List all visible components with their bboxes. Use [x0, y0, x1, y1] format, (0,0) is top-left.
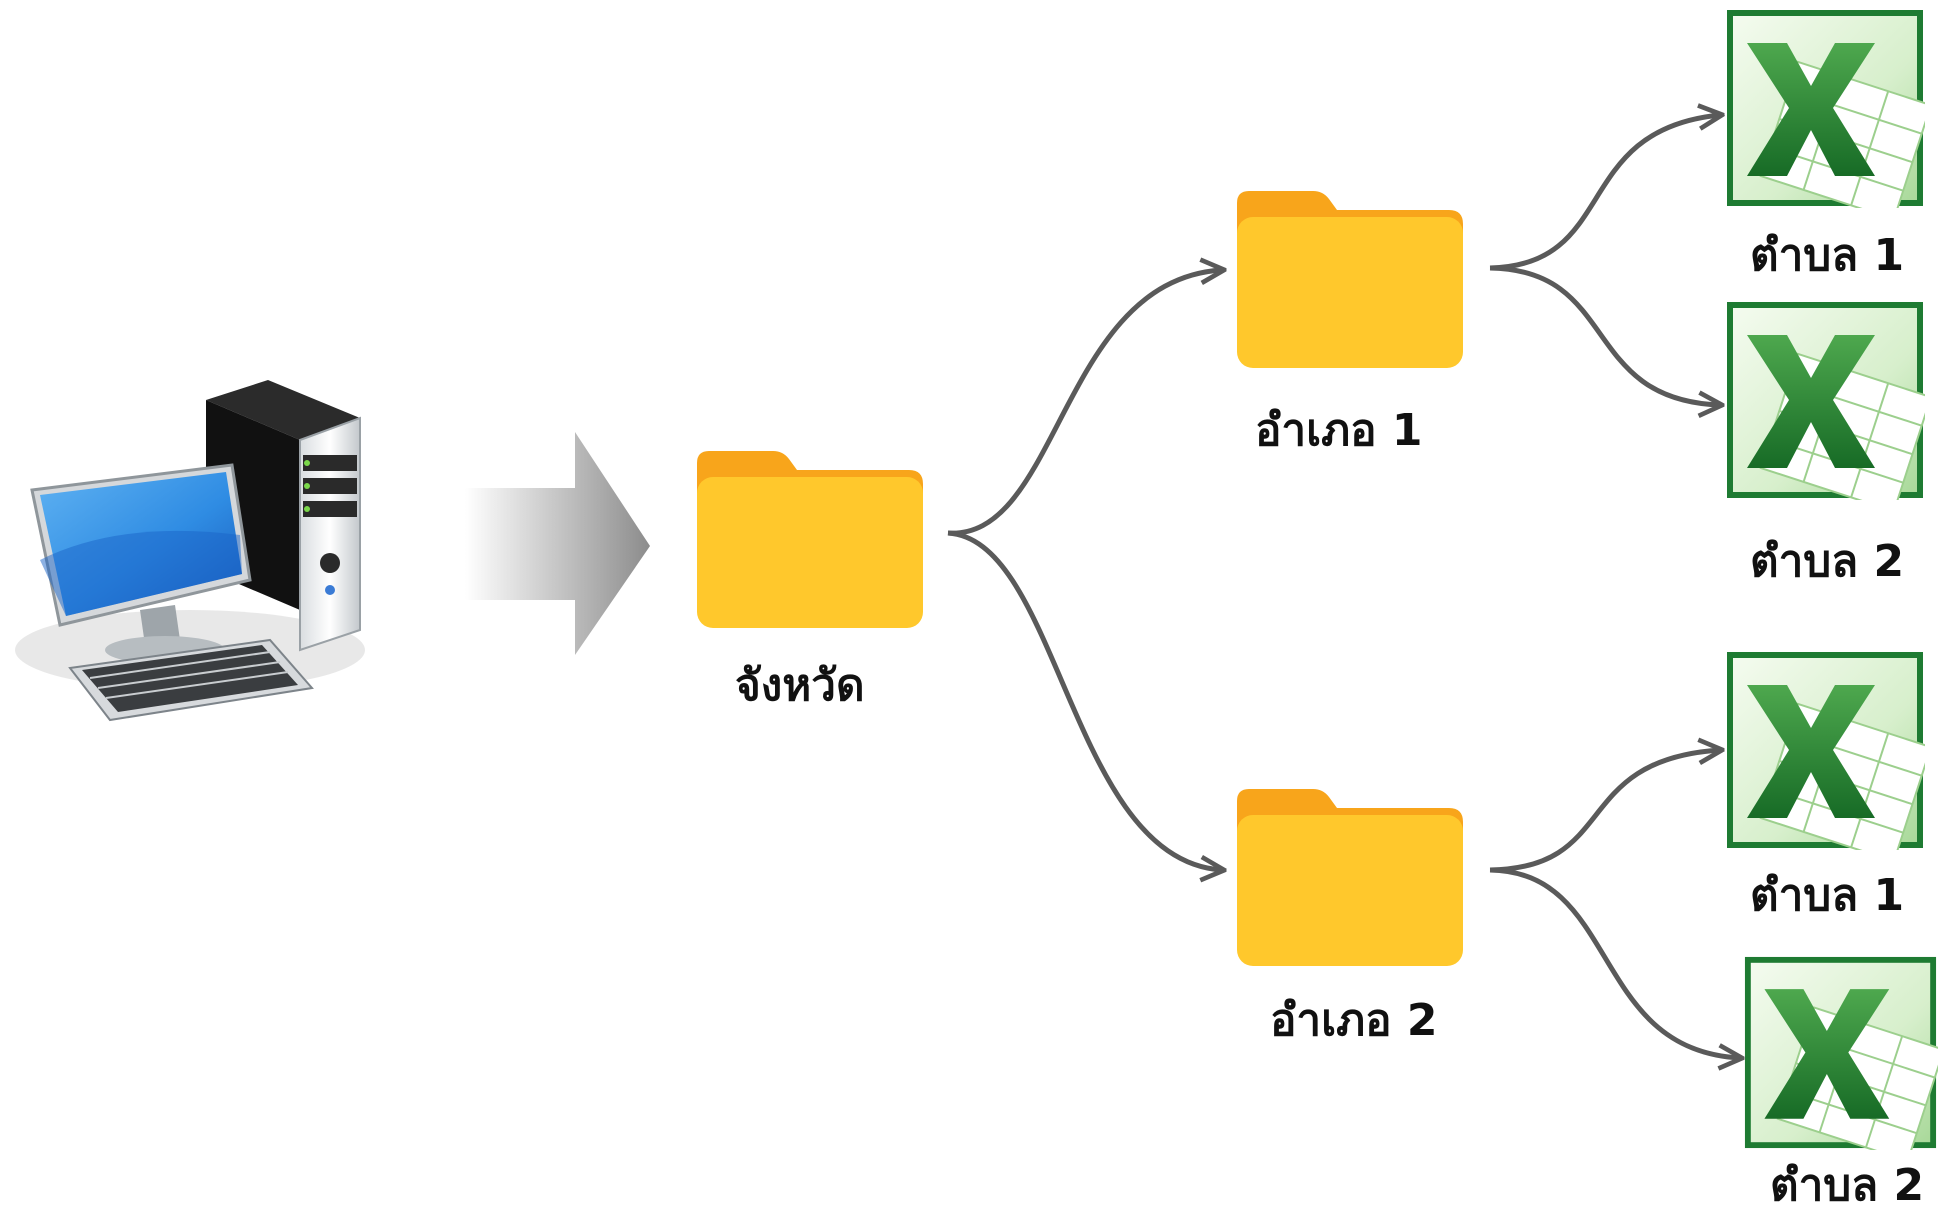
- arrow-right-icon: [465, 432, 650, 655]
- subdistrict-label-d1-f2: ตำบล 2: [1750, 536, 1905, 587]
- excel-file-icon-d2-f1: [1726, 651, 1925, 850]
- connector-d2-file2: [1489, 867, 1740, 1058]
- connector-d2-file1: [1489, 750, 1720, 873]
- folder-icon-province: [697, 451, 923, 628]
- connector-d1-file2: [1489, 265, 1720, 405]
- connector-d1-file1: [1489, 115, 1720, 271]
- excel-file-icon-d2-f2: [1743, 955, 1938, 1150]
- excel-file-icon-d1-f1: [1726, 9, 1925, 208]
- subdistrict-label-d2-f2: ตำบล 2: [1770, 1160, 1925, 1211]
- district-2-label: อำเภอ 2: [1270, 995, 1438, 1046]
- subdistrict-label-d1-f1: ตำบล 1: [1750, 230, 1905, 281]
- computer-icon: [15, 380, 365, 722]
- district-1-label: อำเภอ 1: [1255, 405, 1423, 456]
- subdistrict-label-d2-f1: ตำบล 1: [1750, 870, 1905, 921]
- connector-root-district2: [947, 530, 1222, 870]
- excel-file-icon-d1-f2: [1726, 301, 1925, 500]
- folder-icon-district-1: [1237, 191, 1463, 368]
- province-label: จังหวัด: [735, 660, 865, 711]
- folder-icon-district-2: [1237, 789, 1463, 966]
- connector-root-district1: [947, 270, 1222, 536]
- connectors: [947, 115, 1740, 1058]
